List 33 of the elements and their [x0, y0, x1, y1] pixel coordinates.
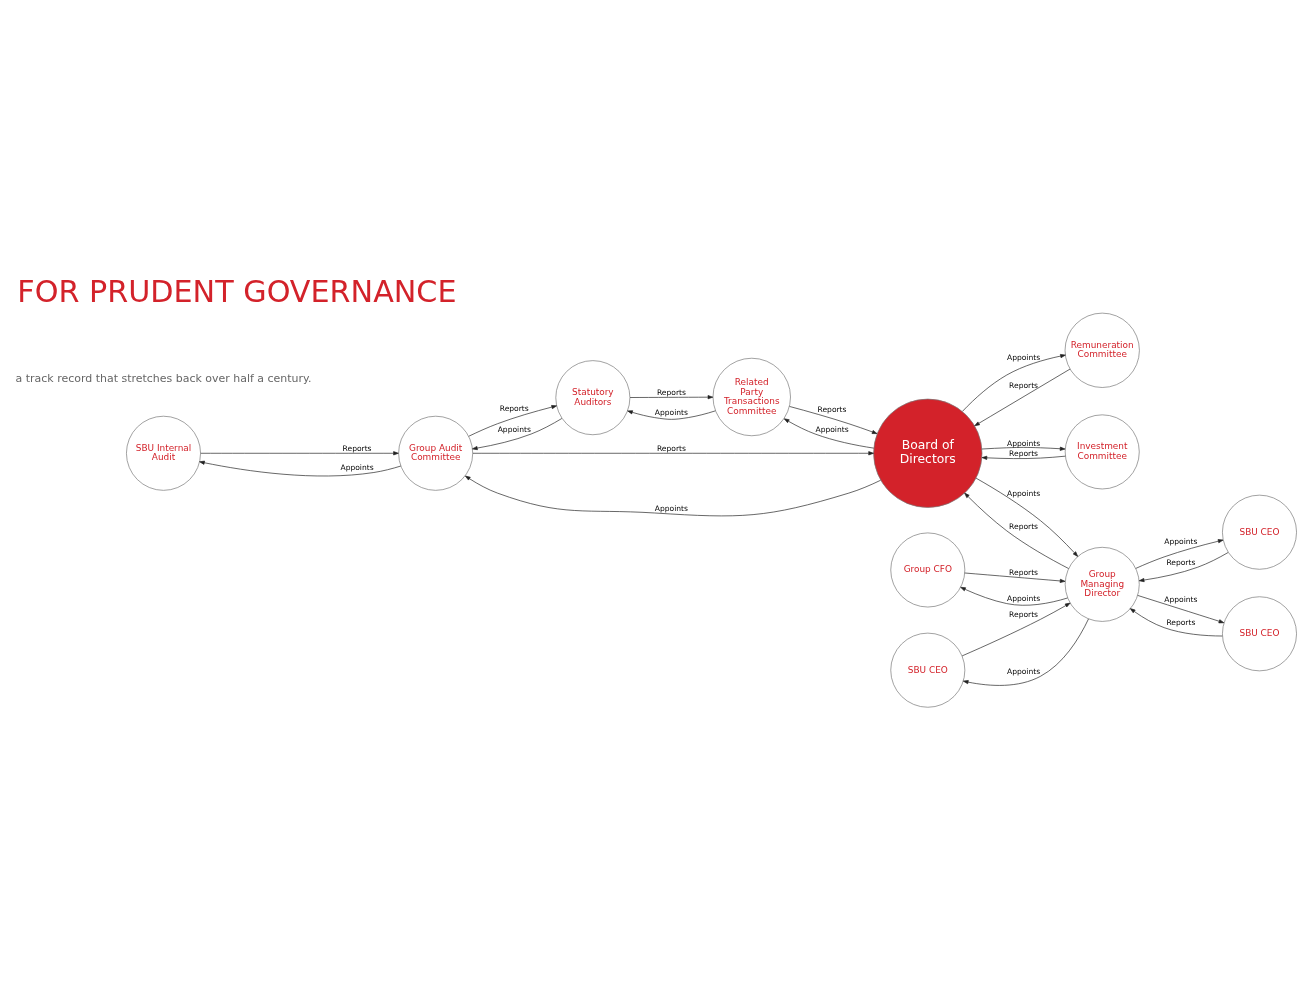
arrow: [199, 460, 402, 477]
node-circle: Statutory Auditors: [555, 360, 631, 436]
arrow: [472, 418, 563, 451]
arrow: [975, 477, 1079, 557]
arrow: [961, 602, 1071, 657]
arrow: [981, 446, 1066, 451]
arrow: [962, 618, 1089, 686]
arrow: [200, 451, 399, 456]
arrow: [468, 405, 557, 437]
arrow: [627, 410, 716, 420]
arrow: [789, 406, 878, 434]
diagram-title: FOR PRUDENT GOVERNANCE: [17, 273, 457, 309]
node-circle: SBU Internal Audit: [126, 415, 201, 491]
arrow: [783, 418, 875, 449]
node-circle: SBU CEO: [1222, 494, 1297, 570]
arrow: [974, 368, 1071, 427]
label: a track record that stretches back over half a century.: [15, 371, 312, 385]
node-circle: SBU CEO: [1222, 596, 1297, 672]
arrow: [472, 451, 874, 456]
node-circle: Remuneration Committee: [1064, 312, 1140, 388]
arrow: [1138, 552, 1229, 583]
arrow: [960, 586, 1068, 606]
arrow: [981, 455, 1066, 460]
arrow: [629, 395, 714, 400]
node-circle: SBU CEO: [890, 632, 966, 708]
arrow: [1129, 608, 1223, 637]
node-circle: Investment Committee: [1064, 414, 1140, 490]
arrow: [962, 354, 1066, 412]
arrow: [1137, 595, 1225, 624]
arrow: [964, 572, 1066, 583]
arrow: [1135, 539, 1224, 569]
arrow: [465, 475, 881, 517]
arrow: [964, 492, 1069, 569]
